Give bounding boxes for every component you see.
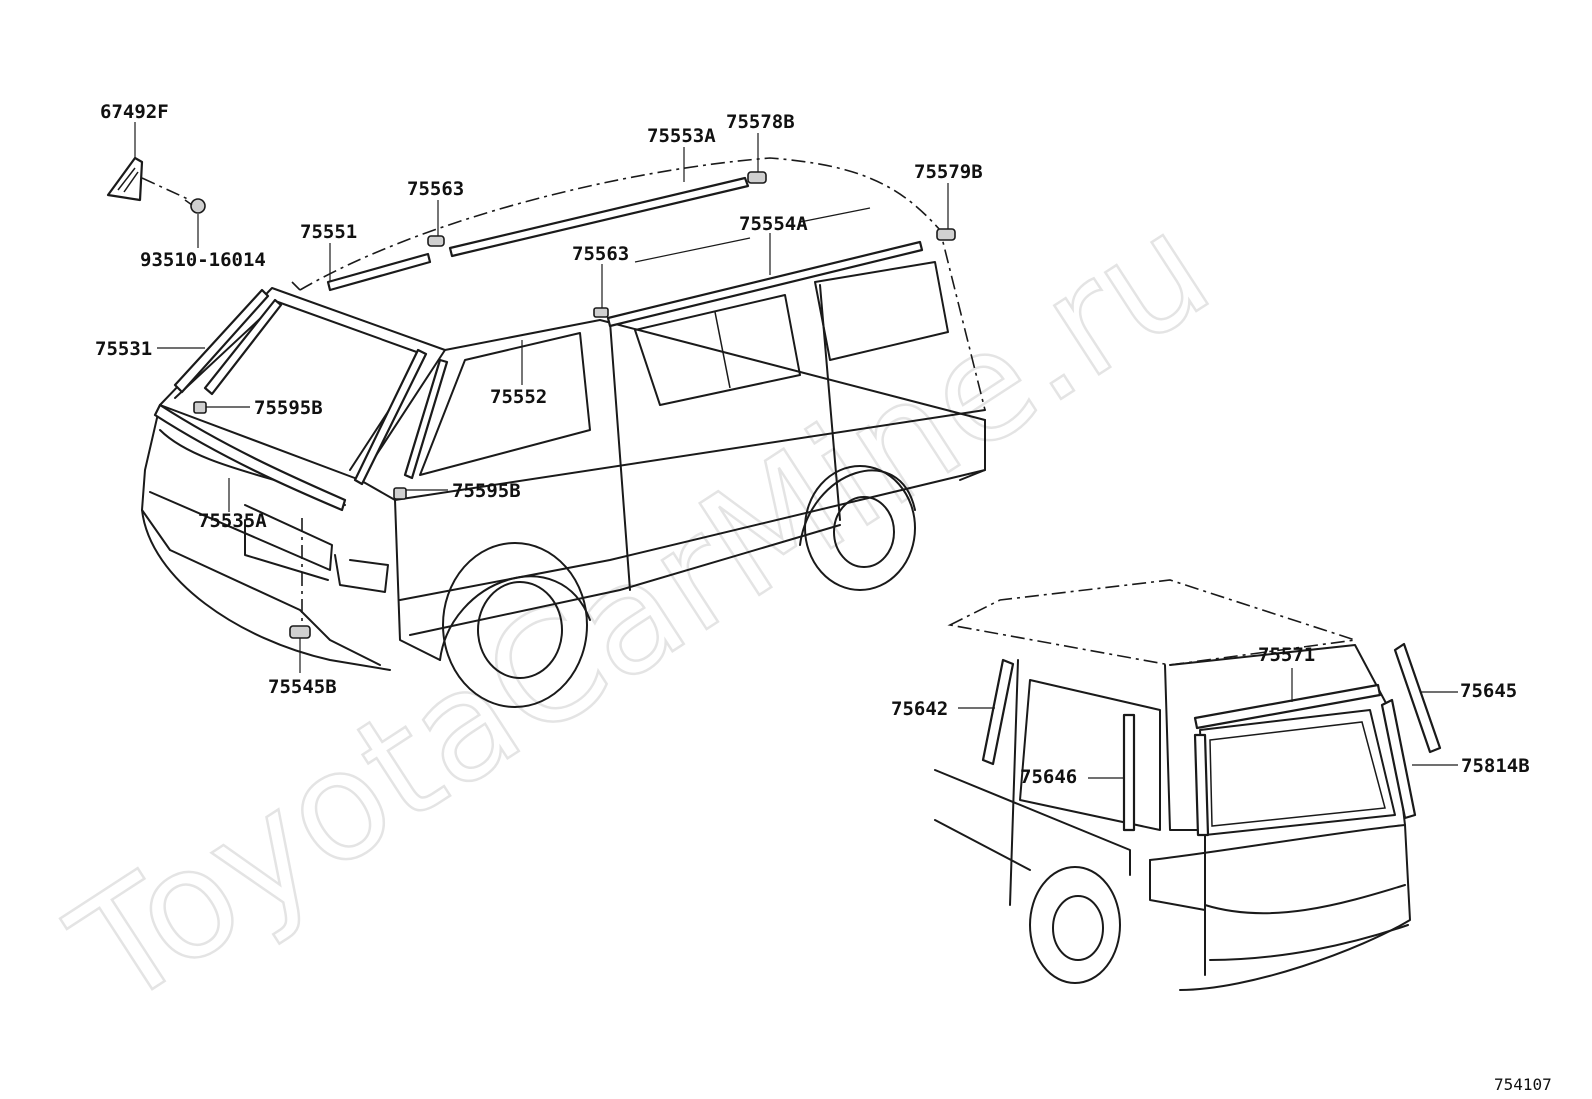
molding-75551 — [326, 252, 432, 292]
molding-front-pillar-b — [403, 358, 449, 480]
molding-75571 — [1193, 683, 1382, 730]
mirror-cover-detail — [106, 156, 206, 214]
part-label: 75551 — [300, 221, 357, 243]
part-label: 75571 — [1258, 644, 1315, 666]
part-label: 67492F — [100, 101, 169, 123]
inset-van-outline — [934, 579, 1411, 991]
part-label: 75578B — [726, 111, 795, 133]
part-label: 75545B — [268, 676, 337, 698]
part-label: 75595B — [452, 480, 521, 502]
part-label: 75563 — [572, 243, 629, 265]
molding-75814b — [1380, 698, 1417, 820]
molding-75646 — [1122, 713, 1136, 832]
clip-75579b — [936, 228, 956, 241]
molding-75645 — [1393, 642, 1442, 754]
part-label: 75646 — [1020, 766, 1077, 788]
part-label: 75553A — [647, 125, 716, 147]
part-label: 75595B — [254, 397, 323, 419]
molding-front-pillar — [353, 348, 428, 486]
clip-75595b-a — [193, 401, 207, 414]
part-label: 75531 — [95, 338, 152, 360]
part-label: 75535A — [198, 510, 267, 532]
part-label: 75579B — [914, 161, 983, 183]
part-label: 75814B — [1461, 755, 1530, 777]
inset-van-moldings — [981, 642, 1442, 837]
part-label: 75554A — [739, 213, 808, 235]
clip-75563-a — [427, 235, 445, 247]
part-label: 75552 — [490, 386, 547, 408]
figure-number: 754107 — [1494, 1075, 1552, 1094]
molding-75553a — [448, 176, 750, 258]
part-label: 75563 — [407, 178, 464, 200]
clip-75545b — [289, 625, 311, 639]
part-label: 75642 — [891, 698, 948, 720]
main-van-moldings — [153, 171, 956, 639]
main-van-outline — [141, 157, 986, 708]
clip-75578b — [747, 171, 767, 184]
molding-75642 — [981, 658, 1015, 766]
part-label: 75645 — [1460, 680, 1517, 702]
clip-75563-b — [593, 307, 609, 318]
part-labels: 67492F 93510-16014 75553A 75578B 75563 7… — [95, 101, 1530, 788]
clip-75595b-b — [393, 487, 407, 500]
leader-lines — [134, 122, 1458, 779]
molding-75531b — [203, 298, 283, 396]
molding-75814b-left — [1193, 733, 1210, 837]
molding-75554a — [606, 240, 924, 328]
part-label: 93510-16014 — [140, 249, 266, 271]
molding-75531 — [173, 288, 270, 394]
molding-75535a — [153, 403, 347, 512]
